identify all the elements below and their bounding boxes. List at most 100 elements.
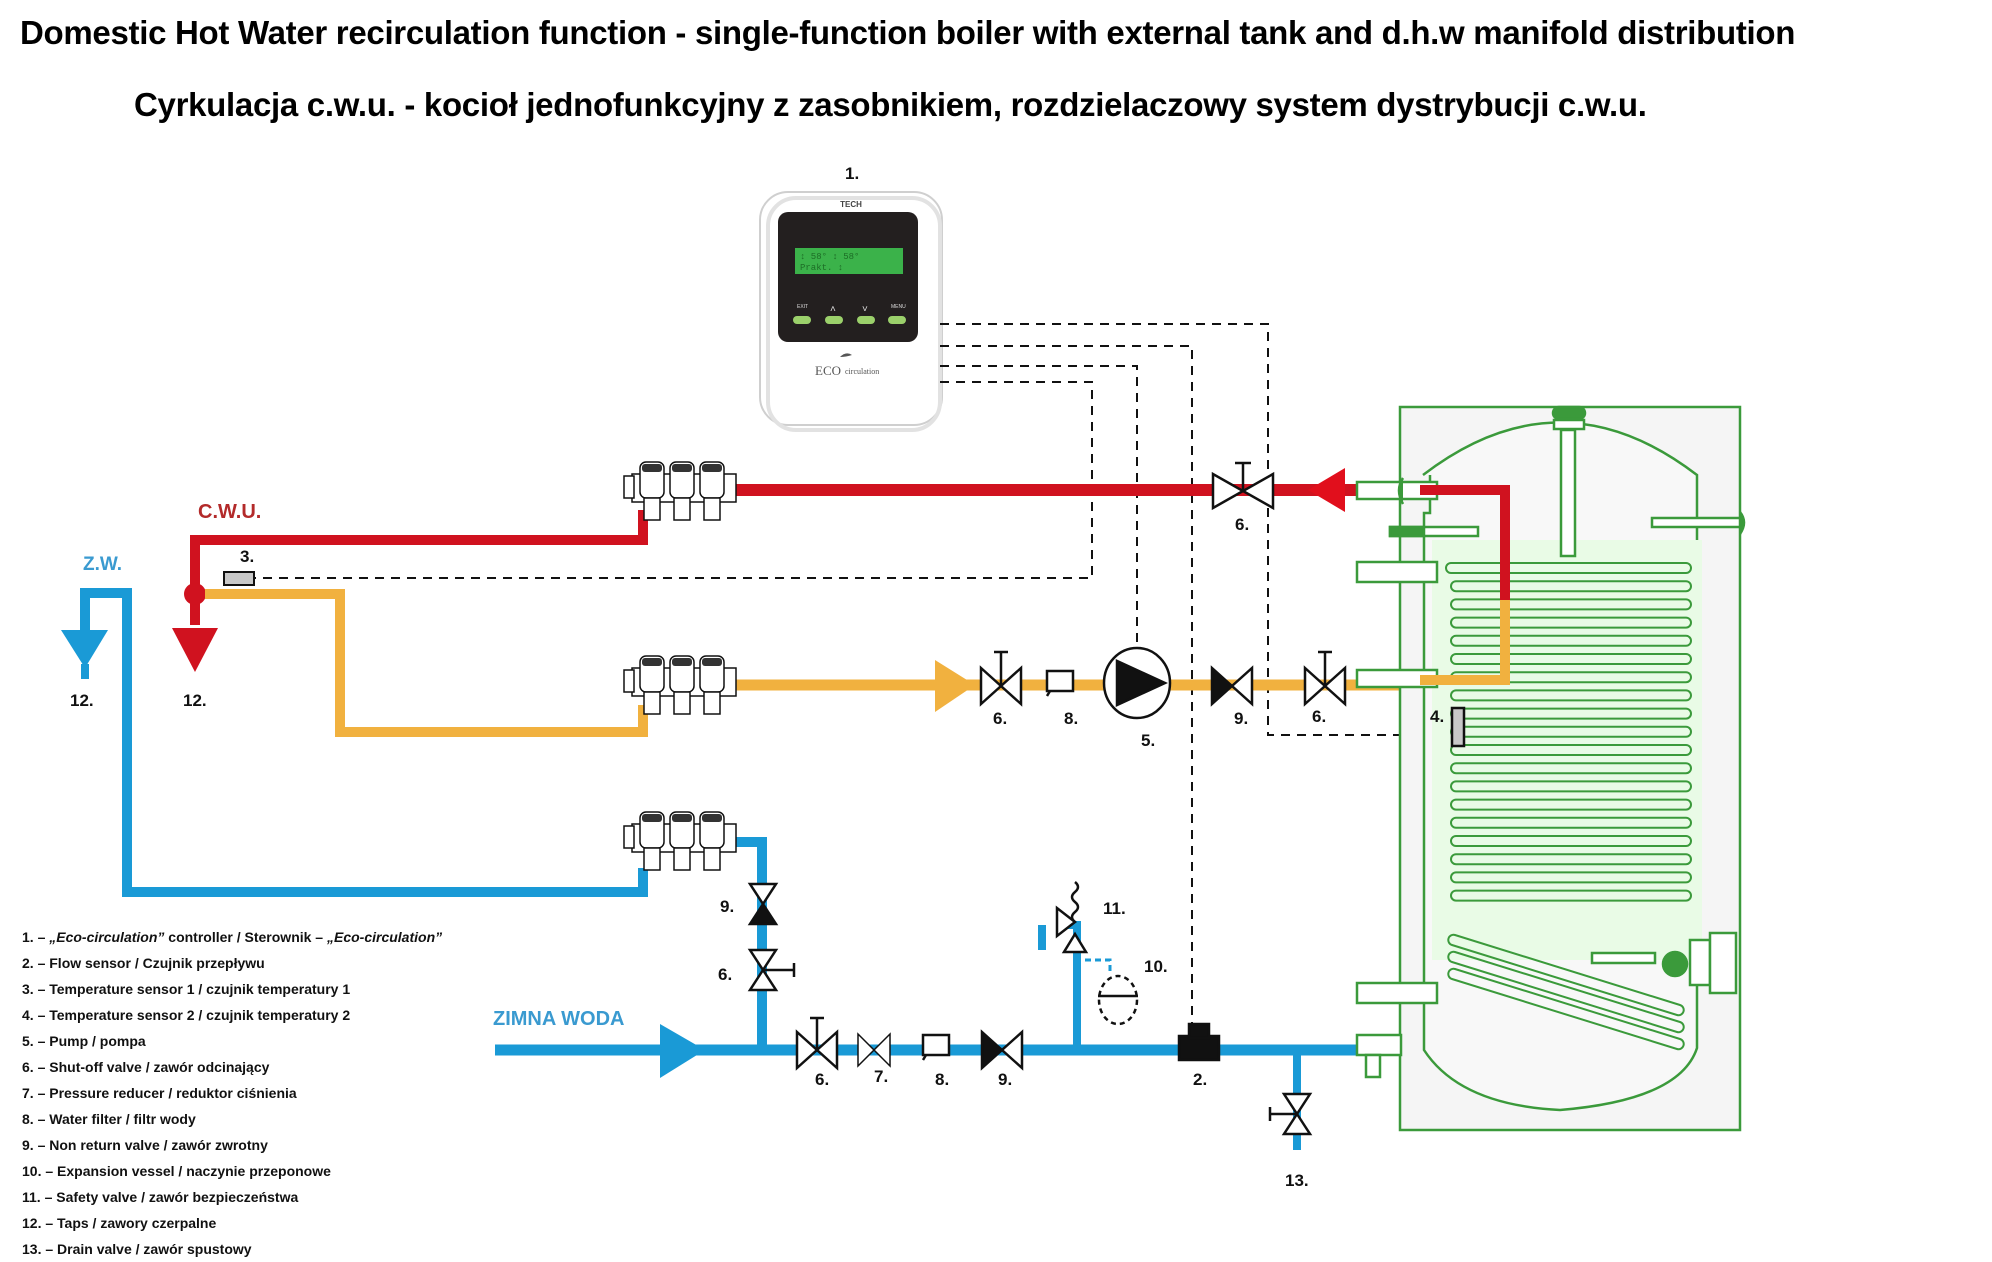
flow-sensor: [1177, 1022, 1221, 1062]
tank-hot-outlet-pipe: [1420, 485, 1510, 600]
heating-coil: [1445, 562, 1692, 1051]
legend-item: 4. – Temperature sensor 2 / czujnik temp…: [22, 1002, 442, 1028]
legend-number: 8. –: [22, 1111, 50, 1127]
legend-text-italic: „Eco-circulation”: [49, 929, 165, 945]
label-zw: Z.W.: [83, 554, 122, 575]
drain-valve: [1268, 1092, 1313, 1136]
legend-item: 12. – Taps / zawory czerpalne: [22, 1210, 442, 1236]
button-menu-label: MENU: [891, 304, 906, 310]
legend-text: Safety valve / zawór bezpieczeństwa: [56, 1189, 299, 1205]
diagram-subtitle: Cyrkulacja c.w.u. - kocioł jednofunkcyjn…: [134, 86, 1647, 123]
legend-number: 7. –: [22, 1085, 50, 1101]
tap-12-cold-arrow: [61, 630, 108, 668]
up-button[interactable]: [825, 316, 843, 324]
coil-loop: [1450, 689, 1692, 702]
controller-lcd-display: [795, 248, 903, 274]
coil-loop-diagonal: [1447, 950, 1685, 1034]
tank-circulation-inlet-pipe: [1420, 600, 1510, 685]
legend-text: controller / Sterownik –: [164, 929, 327, 945]
label-flow-sensor-2: 2.: [1193, 1070, 1207, 1089]
label-tap-12-cold: 12.: [70, 691, 94, 710]
circulation-circuit: [205, 589, 1430, 737]
label-drain-13: 13.: [1285, 1171, 1309, 1190]
coil-loop: [1445, 562, 1692, 574]
coil-loop: [1450, 798, 1692, 811]
legend-text: Taps / zawory czerpalne: [57, 1215, 217, 1231]
button-exit-label: EXIT: [797, 304, 808, 310]
label-cwu: C.W.U.: [198, 501, 261, 523]
shut-off-valve-vertical: [747, 948, 796, 992]
flow-arrow-cold: [660, 1024, 705, 1078]
water-filter-cold: [921, 1033, 951, 1061]
label-check-9-cold: 9.: [998, 1070, 1012, 1089]
hot-water-tank: [1355, 405, 1746, 1132]
flow-arrow-circulation: [935, 660, 975, 712]
label-reducer-7: 7.: [874, 1067, 888, 1086]
legend-number: 6. –: [22, 1059, 50, 1075]
legend-item: 7. – Pressure reducer / reduktor ciśnien…: [22, 1080, 442, 1106]
signal-wires: [243, 323, 1462, 1040]
lcd-line-1: ↕ 58° ↕ 58°: [800, 252, 859, 262]
label-valve-6-circ-left: 6.: [993, 709, 1007, 728]
pressure-reducer: [857, 1032, 891, 1068]
coil-loop: [1450, 744, 1692, 756]
legend-text: Flow sensor / Czujnik przepływu: [49, 955, 265, 971]
tee-junction: [184, 583, 206, 605]
legend-text: Expansion vessel / naczynie przeponowe: [57, 1163, 331, 1179]
label-sensor-4: 4.: [1430, 707, 1444, 726]
safety-valve: [1055, 881, 1089, 954]
expansion-vessel-connection: [1075, 958, 1112, 975]
shut-off-valve-circ-left: [979, 650, 1023, 707]
coil-loop: [1450, 871, 1692, 884]
eco-circulation-controller: 1. TECH ↕ 58° ↕ 58° Prakt. ↕ EXIT ˄ ˅ ME…: [759, 164, 943, 432]
coil-loop: [1450, 616, 1692, 629]
legend-item: 6. – Shut-off valve / zawór odcinający: [22, 1054, 442, 1080]
legend-text: Temperature sensor 2 / czujnik temperatu…: [49, 1007, 351, 1023]
label-sensor-3: 3.: [240, 547, 254, 566]
legend-number: 11. –: [22, 1189, 57, 1205]
coil-loop: [1450, 780, 1692, 793]
flow-arrow-hot: [1308, 468, 1345, 512]
shut-off-valve-circ-right: [1303, 650, 1347, 707]
label-controller-number: 1.: [845, 164, 859, 183]
legend-number: 13. –: [22, 1241, 58, 1257]
menu-button[interactable]: [888, 316, 906, 324]
label-valve-6-cold: 6.: [815, 1070, 829, 1089]
label-pump-5: 5.: [1141, 731, 1155, 750]
legend-number: 1. –: [22, 929, 50, 945]
coil-loop: [1450, 835, 1692, 847]
legend-item: 1. – „Eco-circulation” controller / Ster…: [22, 924, 442, 950]
exit-button[interactable]: [793, 316, 811, 324]
legend-number: 10. –: [22, 1163, 58, 1179]
legend-number: 2. –: [22, 955, 50, 971]
coil-loop: [1450, 816, 1692, 829]
down-button[interactable]: [857, 316, 875, 324]
legend-text: Shut-off valve / zawór odcinający: [49, 1059, 270, 1075]
temperature-sensor-1: 3.: [223, 547, 255, 586]
legend-item: 10. – Expansion vessel / naczynie przepo…: [22, 1158, 442, 1184]
coil-loop: [1450, 580, 1692, 593]
logo-eco: ECO: [815, 363, 841, 378]
legend-text: Non return valve / zawór zwrotny: [49, 1137, 268, 1153]
logo-circulation: circulation: [845, 367, 879, 376]
label-filter-8-cold: 8.: [935, 1070, 949, 1089]
coil-loop-diagonal: [1447, 967, 1685, 1051]
coil-loop: [1450, 853, 1692, 866]
legend-item: 3. – Temperature sensor 1 / czujnik temp…: [22, 976, 442, 1002]
wire-pump-5: [940, 365, 1138, 670]
hot-water-circuit: C.W.U. 12.: [172, 468, 1430, 710]
legend-item: 13. – Drain valve / zawór spustowy: [22, 1236, 442, 1262]
label-zimna-woda: ZIMNA WODA: [493, 1008, 624, 1030]
controller-front-panel: [778, 212, 918, 342]
legend-text: Drain valve / zawór spustowy: [57, 1241, 252, 1257]
coil-loop: [1450, 889, 1692, 902]
shut-off-valve-cold: [795, 1016, 839, 1071]
wire-sensor-3: [243, 381, 1093, 579]
manifold-cold: [623, 811, 737, 871]
label-valve-6-circ-right: 6.: [1312, 707, 1326, 726]
non-return-valve-vertical: [747, 882, 779, 926]
label-safety-11: 11.: [1103, 899, 1126, 918]
expansion-vessel: [1097, 974, 1139, 1026]
label-check-9-vertical: 9.: [720, 897, 734, 916]
